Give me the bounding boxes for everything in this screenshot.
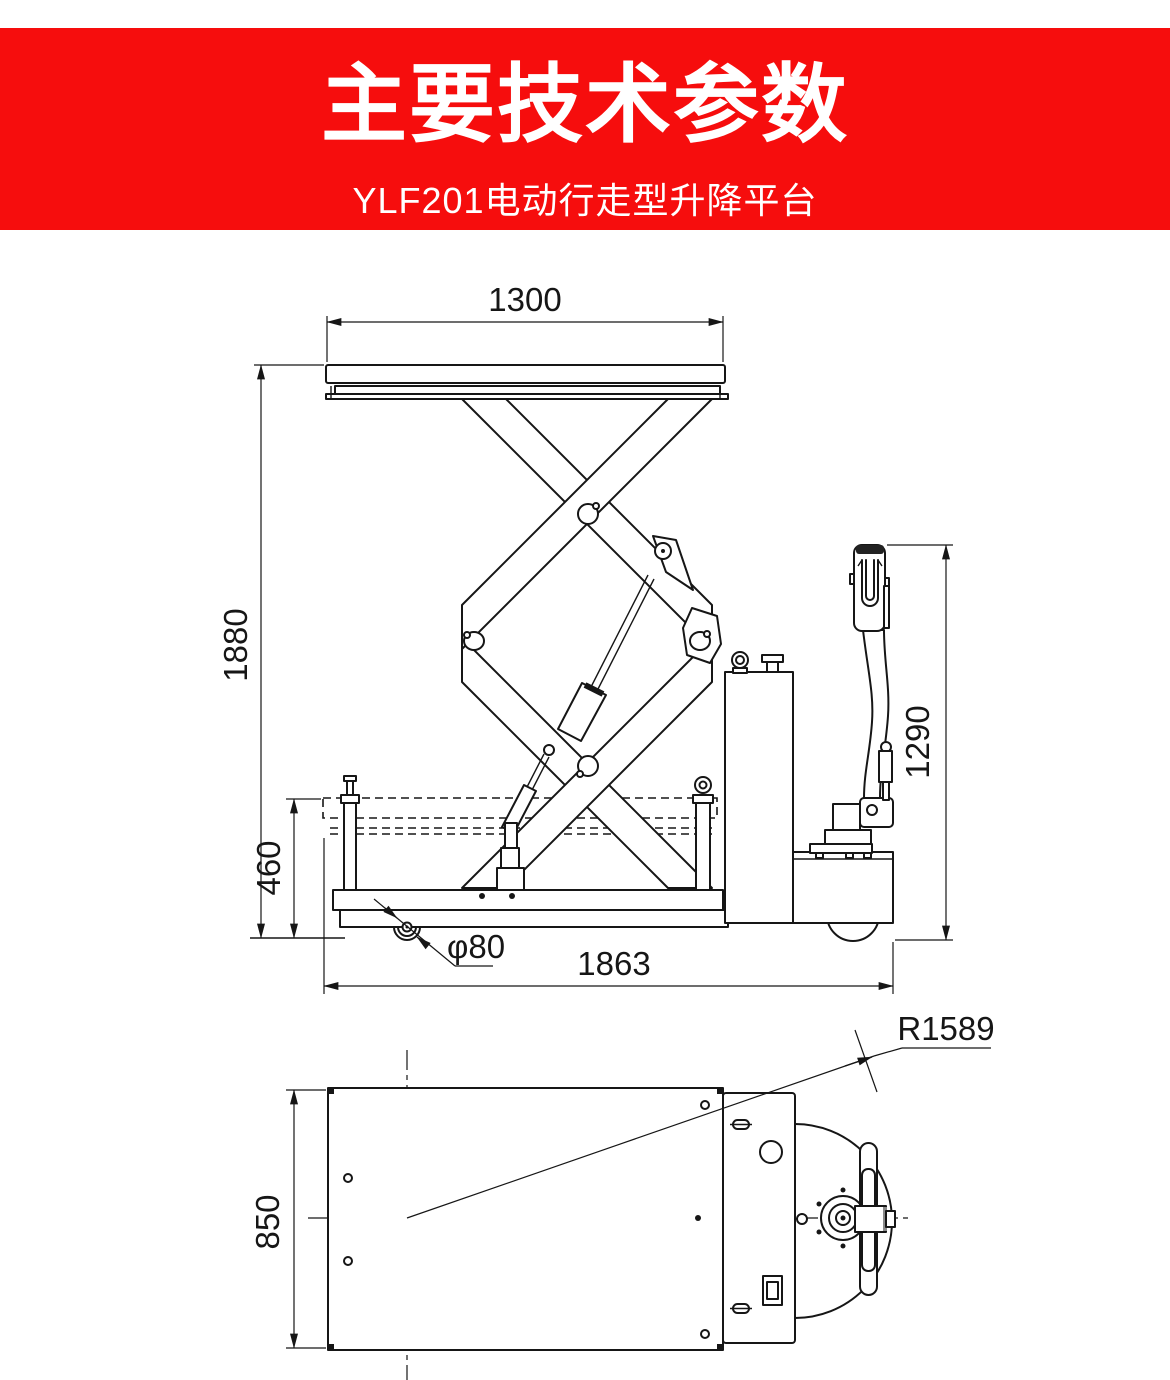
tiller-head [849, 544, 890, 632]
lift-platform [325, 364, 729, 400]
battery-box [724, 651, 794, 924]
dim-1300-label: 1300 [488, 281, 561, 318]
dim-r1589-label: R1589 [897, 1010, 994, 1047]
right-limit-post [692, 776, 714, 891]
head-plate-top-view [722, 1092, 808, 1344]
platform-top-view [327, 1087, 724, 1351]
drive-unit [792, 851, 894, 942]
left-limit-post [340, 775, 360, 891]
dim-460-label: 460 [250, 840, 287, 895]
top-view-drawing: 850 R1589 [249, 1010, 995, 1380]
dim-lowered-height: 460 [250, 798, 321, 939]
tiller-damper [878, 741, 893, 801]
lower-hydraulic-cylinder [496, 744, 555, 891]
dim-platform-length: 1300 [326, 281, 724, 362]
dim-tiller-height: 1290 [887, 544, 953, 941]
side-view-drawing: 1300 1880 460 1863 [217, 281, 953, 994]
dim-overall-width: 850 [249, 1089, 326, 1349]
dim-850-label: 850 [249, 1194, 286, 1249]
drive-wheel-top-view [816, 1142, 896, 1296]
dim-overall-length: 1863 [323, 838, 894, 994]
tiller-handle [809, 544, 894, 859]
dim-raised-height: 1880 [217, 364, 324, 939]
page-title: 主要技术参数 [321, 57, 849, 153]
dim-turning-radius: R1589 [406, 1010, 995, 1219]
upper-hydraulic-cylinder [557, 574, 655, 742]
header-banner [0, 28, 1170, 230]
pivot-pins [463, 502, 722, 778]
scissor-mechanism [461, 398, 713, 889]
base-frame [332, 889, 729, 928]
dim-caster-diameter: φ80 [373, 898, 505, 967]
dim-phi80-label: φ80 [447, 928, 505, 965]
dim-1863-label: 1863 [577, 945, 650, 982]
dim-1880-label: 1880 [217, 608, 254, 681]
page-subtitle: YLF201电动行走型升降平台 [352, 180, 818, 221]
dim-1290-label: 1290 [899, 705, 936, 778]
